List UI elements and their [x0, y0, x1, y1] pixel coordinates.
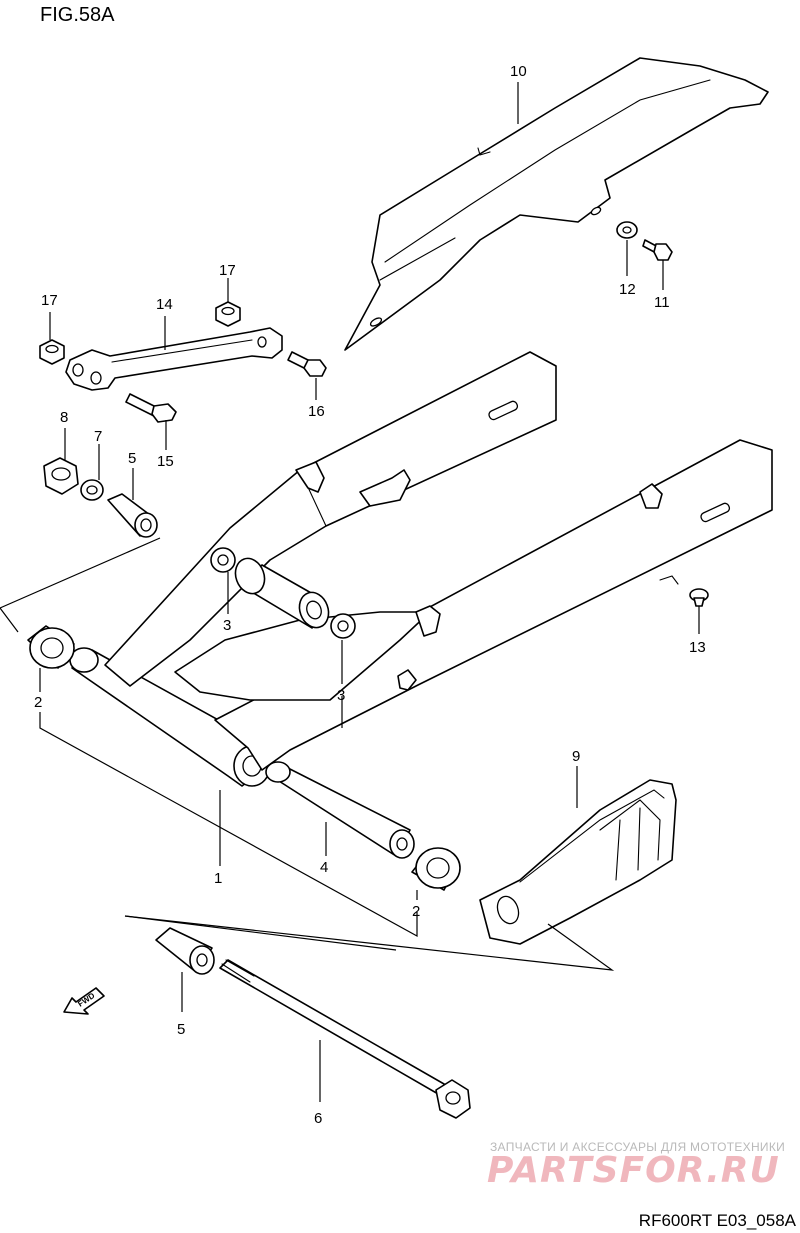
callout-1: 1 — [214, 870, 222, 887]
callout-3-right: 3 — [337, 687, 345, 704]
bolt-part-15[interactable] — [125, 393, 177, 423]
callout-4: 4 — [320, 859, 328, 876]
callout-2-left: 2 — [34, 694, 42, 711]
collar-part-5-upper[interactable] — [107, 493, 158, 538]
watermark-logo: PARTSFOR.RU — [487, 1150, 780, 1191]
callout-7: 7 — [94, 428, 102, 445]
collar-part-5-lower[interactable] — [155, 927, 215, 975]
callout-17-left: 17 — [41, 292, 58, 309]
callout-labels: 10 12 11 17 17 14 16 15 8 7 5 13 3 3 2 1… — [34, 63, 706, 1127]
rivet-part-13[interactable] — [689, 588, 709, 607]
bolt-part-16[interactable] — [287, 351, 327, 377]
bearing-part-2-left[interactable] — [27, 625, 75, 669]
callout-15: 15 — [157, 453, 174, 470]
callout-11: 11 — [654, 294, 670, 311]
pivot-sleeve-part-4[interactable] — [265, 761, 415, 859]
callout-5-upper: 5 — [128, 450, 136, 467]
nut-part-17-left[interactable] — [39, 339, 65, 365]
callout-13: 13 — [689, 639, 706, 656]
callout-14: 14 — [156, 296, 173, 313]
callout-2-right: 2 — [412, 903, 420, 920]
figure-code: RF600RT E03_058A — [638, 1211, 796, 1230]
chain-case-part-10[interactable] — [344, 57, 769, 351]
callout-6: 6 — [314, 1110, 322, 1127]
figure-title: FIG.58A — [40, 4, 115, 26]
fwd-arrow-icon: FWD — [63, 987, 105, 1015]
callout-3-left: 3 — [223, 617, 231, 634]
pivot-shaft-part-6[interactable] — [219, 959, 471, 1119]
torque-link-part-14[interactable] — [65, 327, 283, 391]
chain-slider-part-9[interactable] — [479, 779, 677, 945]
callout-5-lower: 5 — [177, 1021, 185, 1038]
callout-12: 12 — [619, 281, 636, 298]
callout-9: 9 — [572, 748, 580, 765]
bolt-part-11[interactable] — [642, 239, 673, 261]
bushing-part-3-right[interactable] — [330, 613, 356, 639]
washer-part-12[interactable] — [616, 221, 638, 239]
washer-part-7[interactable] — [80, 479, 104, 501]
swingarm-part-1[interactable] — [69, 351, 773, 787]
nut-part-17-right[interactable] — [215, 301, 241, 327]
nut-part-8[interactable] — [43, 457, 79, 495]
callout-17-right: 17 — [219, 262, 236, 279]
bushing-part-3-left[interactable] — [210, 547, 236, 573]
callout-16: 16 — [308, 403, 325, 420]
callout-10: 10 — [510, 63, 527, 80]
watermark-caption: ЗАПЧАСТИ И АКСЕССУАРЫ ДЛЯ МОТОТЕХНИКИ — [490, 1140, 786, 1154]
callout-8: 8 — [60, 409, 68, 426]
bearing-part-2-right[interactable] — [411, 847, 461, 891]
leader-lines — [0, 82, 700, 1102]
